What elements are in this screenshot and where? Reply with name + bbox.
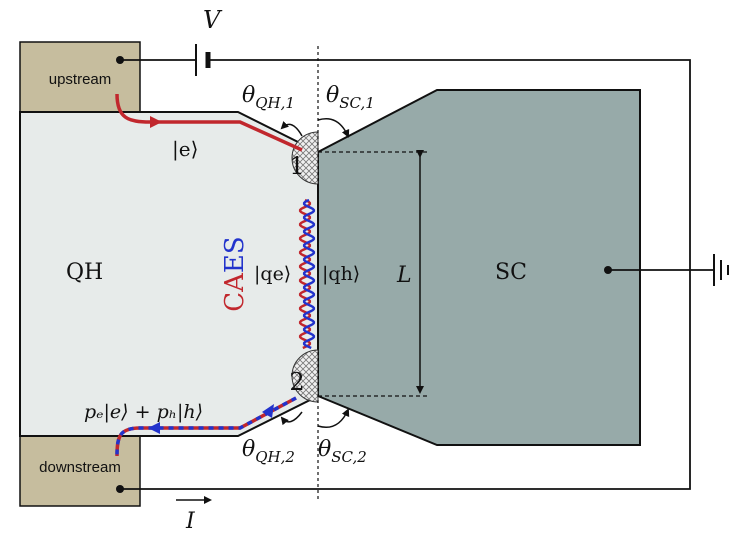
caes-letter-e: E [220, 254, 250, 273]
sc-node [604, 266, 612, 274]
caes-label: CAES [220, 236, 250, 311]
output-arrow [148, 422, 160, 434]
upstream-contact [19, 41, 141, 113]
corner-1-label: 1 [289, 152, 304, 180]
corner-2-label: 2 [289, 368, 304, 396]
caes-letter-a: A [220, 272, 250, 293]
upstream-label: upstream [49, 71, 112, 88]
voltage-label: V [203, 6, 223, 34]
sc-region [317, 89, 641, 446]
output-path-blue [115, 396, 297, 457]
theta-qh1-label: θQH,1 [242, 83, 295, 112]
theta-sc1-label: θSC,1 [326, 83, 375, 112]
sc-label: SC [495, 260, 527, 285]
downstream-label: downstream [39, 459, 121, 476]
caes-letter-c: C [220, 292, 250, 312]
corner-2-interface [291, 349, 319, 403]
downstream-node [116, 485, 124, 493]
caes-wave-hole [302, 198, 316, 350]
caes-letter-s: S [220, 236, 250, 254]
electron-edge-arrow [150, 116, 162, 128]
ground-icon [713, 254, 729, 286]
qh-label: QH [66, 260, 103, 285]
angle-arcs [280, 118, 350, 428]
current-label: I [185, 509, 196, 534]
theta-qh2-label: θQH,2 [242, 437, 295, 466]
corner-1-interface [291, 131, 319, 185]
output-state-label: pₑ|e⟩ + pₕ|h⟩ [84, 401, 203, 423]
downstream-contact [19, 435, 141, 507]
caes-wave-electron [298, 198, 312, 350]
output-arrow-2 [262, 404, 274, 418]
electron-state-label: |e⟩ [172, 137, 198, 162]
qh-state-label: |qh⟩ [322, 263, 360, 285]
circuit-wires [120, 59, 714, 490]
qe-state-label: |qe⟩ [254, 263, 291, 285]
length-label: L [396, 263, 412, 288]
upstream-node [116, 56, 124, 64]
theta-sc2-label: θSC,2 [318, 437, 367, 466]
